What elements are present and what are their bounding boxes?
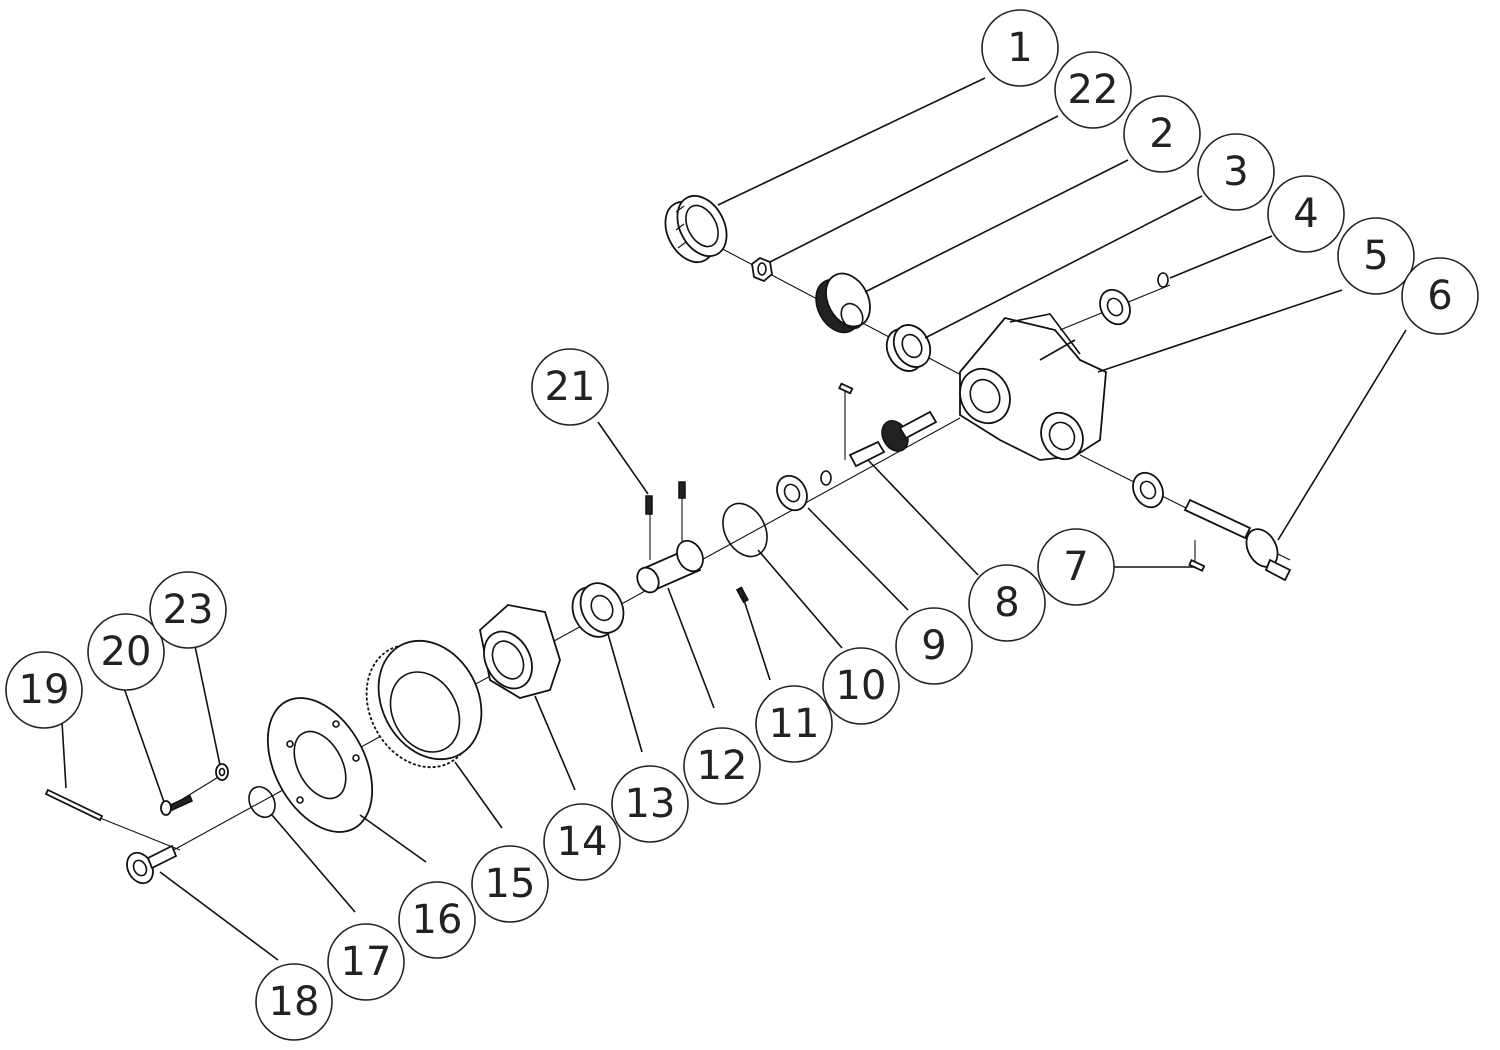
svg-text:13: 13 (625, 781, 676, 827)
callout-6: 6 (1401, 257, 1479, 335)
svg-text:23: 23 (163, 587, 214, 633)
callout-16: 16 (398, 881, 476, 959)
part-output-shaft (1132, 471, 1292, 582)
callout-17: 17 (327, 923, 405, 1001)
callout-2: 2 (1123, 95, 1201, 173)
callout-22: 22 (1054, 51, 1132, 129)
part-coupling (636, 539, 704, 594)
callout-8: 8 (968, 564, 1046, 642)
svg-text:1: 1 (1007, 25, 1032, 71)
svg-text:12: 12 (697, 743, 748, 789)
callout-15: 15 (471, 845, 549, 923)
callout-18: 18 (255, 963, 333, 1041)
callout-9: 9 (895, 607, 973, 685)
svg-text:3: 3 (1223, 149, 1248, 195)
callout-1: 1 (981, 9, 1059, 87)
svg-text:7: 7 (1063, 544, 1088, 590)
callout-5: 5 (1337, 217, 1415, 295)
part-screw (160, 794, 193, 816)
svg-text:18: 18 (269, 979, 320, 1025)
svg-text:19: 19 (19, 667, 70, 713)
callout-11: 11 (755, 685, 833, 763)
callout-12: 12 (683, 727, 761, 805)
svg-text:21: 21 (545, 364, 596, 410)
part-worm-shaft (848, 410, 938, 468)
callout-7: 7 (1037, 528, 1115, 606)
svg-text:2: 2 (1149, 111, 1174, 157)
part-timing-pulley (365, 639, 483, 769)
part-retaining-ring-10 (722, 502, 768, 558)
svg-text:22: 22 (1068, 67, 1119, 113)
svg-text:16: 16 (412, 897, 463, 943)
svg-text:14: 14 (557, 819, 608, 865)
callout-10: 10 (822, 647, 900, 725)
part-ring-nut (664, 195, 728, 263)
part-bushing (126, 844, 178, 885)
svg-text:8: 8 (994, 580, 1019, 626)
svg-text:4: 4 (1293, 191, 1318, 237)
svg-text:17: 17 (341, 939, 392, 985)
svg-text:9: 9 (921, 623, 946, 669)
leader-lines (61, 77, 1407, 961)
part-bearing-13 (571, 582, 625, 638)
svg-text:20: 20 (101, 629, 152, 675)
part-bearing-flange (479, 604, 561, 699)
part-snap-ring-4 (1099, 272, 1169, 326)
callout-19: 19 (5, 651, 83, 729)
part-retaining-ring-17 (248, 785, 276, 819)
callout-23: 23 (149, 571, 227, 649)
callout-21: 21 (531, 348, 609, 426)
svg-text:15: 15 (485, 861, 536, 907)
svg-text:11: 11 (769, 701, 820, 747)
part-bearing-3 (885, 324, 932, 372)
callout-20: 20 (87, 613, 165, 691)
callout-13: 13 (611, 765, 689, 843)
part-hex-nut (751, 256, 773, 283)
part-pin (44, 788, 104, 822)
part-bearing-9 (776, 470, 832, 512)
part-worm-gear (815, 272, 871, 334)
part-key (838, 382, 1206, 572)
part-washer (215, 763, 229, 781)
callout-3: 3 (1197, 133, 1275, 211)
svg-text:6: 6 (1427, 273, 1452, 319)
callout-4: 4 (1267, 175, 1345, 253)
svg-text:5: 5 (1363, 233, 1388, 279)
svg-text:10: 10 (836, 663, 887, 709)
part-flange-disc (266, 697, 374, 833)
callout-14: 14 (543, 803, 621, 881)
part-housing (959, 313, 1107, 461)
